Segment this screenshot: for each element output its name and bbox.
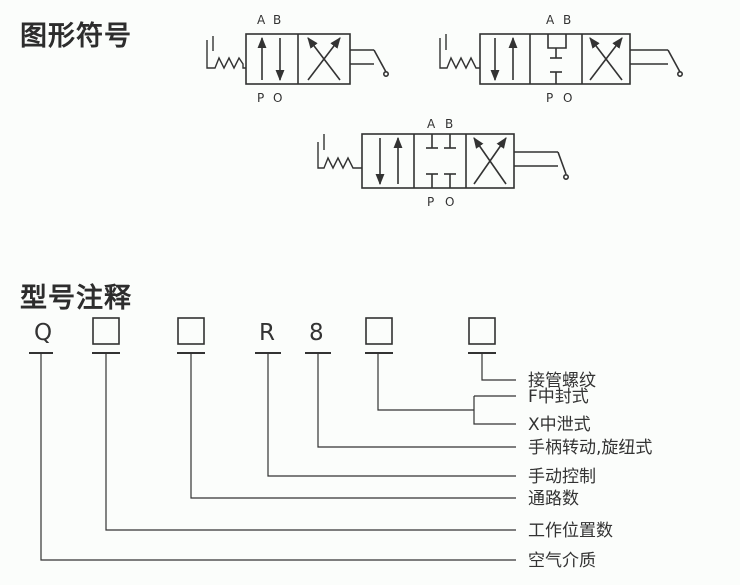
model-heading: 型号注释 <box>20 283 132 314</box>
annotations: 接管螺纹 F中封式 X中泄式 手柄转动,旋纽式 手动控制 通路数 工作位置数 空… <box>528 371 652 571</box>
annotation-manual-control: 手动控制 <box>528 467 596 487</box>
leader-thread <box>481 353 516 381</box>
annotation-ways: 通路数 <box>528 489 579 509</box>
model-code: Q R 8 <box>34 317 496 346</box>
annotation-positions: 工作位置数 <box>528 521 613 541</box>
code-letter-q: Q <box>34 320 52 346</box>
code-box-ways <box>177 317 205 345</box>
port-p-label: P <box>546 91 553 105</box>
leader-medium <box>40 353 516 561</box>
valve-symbol-three-position-right <box>439 33 683 85</box>
code-box-center-type <box>365 317 393 345</box>
port-b-label: B <box>445 117 453 131</box>
symbols-heading: 图形符号 <box>20 21 132 52</box>
code-digit-8: 8 <box>309 320 324 346</box>
leader-manual <box>267 353 516 477</box>
port-p-label: P <box>257 91 264 105</box>
port-labels-symbol-3: A B P O <box>427 117 454 209</box>
leader-lines <box>40 353 516 561</box>
leader-center-bracket <box>473 396 516 425</box>
code-box-positions <box>92 317 120 345</box>
leader-center-type <box>377 353 474 411</box>
port-a-label: A <box>257 13 266 27</box>
code-box-thread <box>468 317 496 345</box>
port-o-label: O <box>563 91 572 105</box>
leader-positions <box>105 353 516 531</box>
annotation-air-medium: 空气介质 <box>528 551 596 571</box>
port-b-label: B <box>563 13 571 27</box>
port-o-label: O <box>273 91 282 105</box>
leader-ways <box>190 353 516 499</box>
annotation-thread: 接管螺纹 <box>528 371 596 391</box>
port-b-label: B <box>273 13 281 27</box>
port-p-label: P <box>427 195 434 209</box>
annotation-f-center: F中封式 <box>528 387 589 407</box>
port-o-label: O <box>445 195 454 209</box>
port-labels-symbol-1: A B P O <box>257 13 282 105</box>
port-labels-symbol-2: A B P O <box>546 13 572 105</box>
valve-symbol-two-position <box>206 33 389 85</box>
valve-symbol-three-position-center <box>317 133 569 189</box>
leader-lever <box>317 353 516 448</box>
code-letter-r: R <box>259 320 275 346</box>
annotation-x-center: X中泄式 <box>528 415 591 435</box>
port-a-label: A <box>546 13 555 27</box>
annotation-lever-knob: 手柄转动,旋纽式 <box>528 438 652 458</box>
port-a-label: A <box>427 117 436 131</box>
